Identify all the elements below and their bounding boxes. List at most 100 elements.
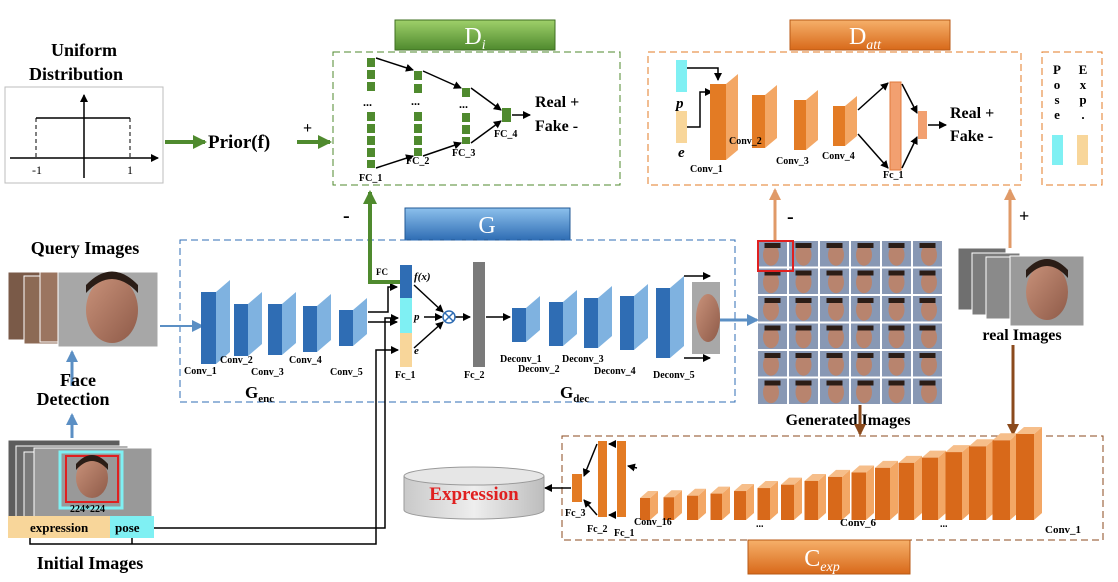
gdec-deconv3-label: Deconv_3	[562, 354, 604, 365]
di-dots-1: ...	[363, 95, 372, 109]
axis-tick-minus-one: -1	[32, 163, 42, 177]
cexp-dots-1: ...	[756, 519, 764, 530]
genc-conv4-label: Conv_4	[289, 355, 322, 366]
datt-fc-layer	[889, 81, 902, 171]
di-minus-sign: -	[343, 205, 350, 227]
cexp-conv6-label: Conv_6	[840, 517, 877, 529]
generated-image-thumb	[758, 323, 787, 349]
crop-size-label: 224*224	[70, 504, 105, 515]
g-fc-small-label: FC	[376, 267, 388, 277]
g-fc2-layer	[473, 262, 485, 367]
generated-image-thumb	[851, 268, 880, 294]
face-detection-label-2: Detection	[37, 389, 110, 409]
generated-image-thumb	[758, 268, 787, 294]
legend-pose-letters: P o s e	[1053, 62, 1061, 122]
di-fc2-label: FC_2	[406, 156, 429, 167]
di-fc4-label: FC_4	[494, 129, 517, 140]
generated-image-thumb	[882, 268, 911, 294]
gdec-label: Gdec	[560, 383, 589, 405]
cexp-conv-layer	[992, 433, 1018, 520]
legend-box	[1041, 51, 1103, 186]
cexp-conv-layer	[804, 473, 826, 520]
g-fc2-label: Fc_2	[464, 370, 485, 381]
genc-conv3-label: Conv_3	[251, 367, 284, 378]
generated-image-thumb	[758, 241, 787, 267]
legend-pose-swatch	[1052, 135, 1063, 165]
datt-header-box	[789, 19, 951, 51]
generated-image-thumb	[820, 241, 849, 267]
cexp-dots-2: ...	[940, 519, 948, 530]
selected-generated-image	[757, 240, 794, 272]
generated-image-thumb	[820, 378, 849, 404]
gdec-output-arrows	[684, 272, 711, 362]
generated-image-thumb	[913, 296, 942, 322]
cexp-conv-layer	[734, 484, 754, 520]
genc-conv2	[234, 292, 262, 356]
cexp-fc3-layer	[572, 474, 582, 502]
di-fc3-label: FC_3	[452, 148, 475, 159]
cexp-conv-layer	[757, 481, 778, 520]
datt-conv1-label: Conv_1	[690, 164, 723, 175]
gdec-deconv2	[549, 290, 577, 346]
expression-output-label: Expression	[429, 484, 519, 505]
g-concat-arrows	[413, 284, 471, 349]
di-real-label: Real +	[535, 94, 579, 111]
generated-image-thumb	[789, 323, 818, 349]
generated-images-label: Generated Images	[786, 412, 911, 429]
cexp-conv-layer	[828, 469, 850, 520]
genc-conv5	[339, 298, 367, 346]
gdec-output-face	[692, 282, 720, 354]
di-header-label: Di	[464, 24, 485, 53]
datt-conv4	[833, 96, 857, 146]
svg-text:e: e	[1054, 107, 1060, 122]
cexp-conv-layer	[781, 477, 802, 520]
genc-label: Genc	[245, 383, 274, 405]
gdec-deconv1-label: Deconv_1	[500, 354, 542, 365]
generated-image-thumb	[758, 296, 787, 322]
cexp-fc3-label: Fc_3	[565, 508, 586, 519]
generated-image-thumb	[789, 351, 818, 377]
generated-image-thumb	[913, 268, 942, 294]
datt-header-label: Datt	[849, 24, 882, 53]
legend-exp-letters: E x p .	[1079, 62, 1088, 122]
svg-text:.: .	[1081, 107, 1084, 122]
generated-image-thumb	[789, 378, 818, 404]
g-fx-vector	[400, 265, 412, 298]
generated-image-thumb	[851, 351, 880, 377]
g-generator-box	[179, 239, 736, 403]
svg-text:E: E	[1079, 62, 1088, 77]
gdec-deconv1	[512, 296, 540, 342]
generated-image-thumb	[913, 323, 942, 349]
datt-plus-sign: +	[1019, 206, 1029, 226]
cexp-fc1-layer	[617, 441, 626, 517]
datt-p-label: p	[674, 96, 684, 112]
cexp-conv-layer	[687, 488, 706, 520]
generated-image-thumb	[820, 351, 849, 377]
genc-conv2-label: Conv_2	[220, 355, 253, 366]
prior-plus-sign: +	[303, 120, 312, 137]
datt-fc1-label: Fc_1	[883, 170, 904, 181]
di-layer-fc4	[502, 108, 511, 122]
cexp-conv-layer	[710, 486, 730, 520]
cexp-fc-arrows	[544, 440, 638, 519]
svg-text:o: o	[1054, 77, 1061, 92]
cexp-conv-layer	[663, 490, 682, 520]
arrow-fx-to-di	[363, 190, 400, 284]
face-detection-label-1: Face	[60, 370, 96, 390]
datt-output-layer	[918, 111, 927, 139]
cexp-header-label: Cexp	[804, 546, 839, 575]
datt-expression-vector	[676, 111, 687, 143]
di-dots-2: ...	[411, 94, 420, 108]
svg-text:P: P	[1053, 62, 1061, 77]
generated-images-grid	[758, 241, 942, 404]
datt-e-label: e	[678, 145, 685, 161]
di-layer-fc3	[462, 88, 470, 144]
cexp-conv-layer	[875, 460, 898, 520]
datt-conv3	[794, 90, 818, 150]
real-images-stack	[957, 247, 1085, 327]
di-dots-3: ...	[459, 97, 468, 111]
g-expression-vector	[400, 333, 412, 367]
axis-tick-one: 1	[127, 163, 133, 177]
gdec-deconv2-label: Deconv_2	[518, 364, 560, 375]
legend-exp-swatch	[1077, 135, 1088, 165]
